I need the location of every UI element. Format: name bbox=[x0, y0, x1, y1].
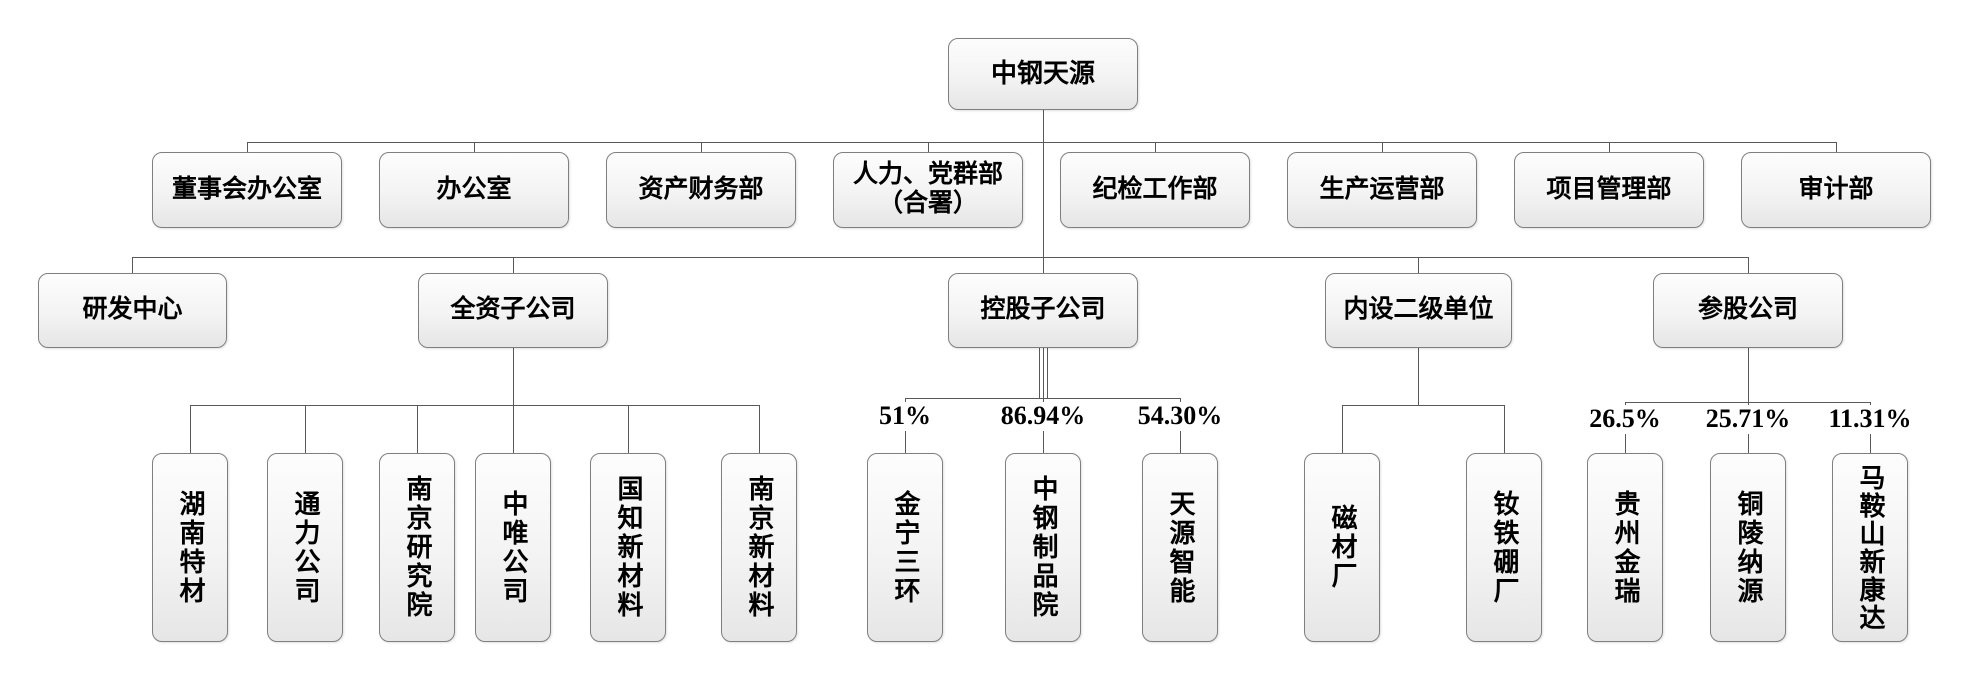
node-group-rd-center: 研发中心 bbox=[38, 273, 227, 348]
connector-drop bbox=[1748, 257, 1749, 274]
node-dept-hr-party: 人力、党群部 （合署） bbox=[833, 152, 1023, 228]
node-company-maanshan-xinkangda: 马鞍山新康达 bbox=[1832, 453, 1908, 642]
connector-drop bbox=[1836, 142, 1837, 153]
connector-drop bbox=[1609, 142, 1610, 153]
company-label: 南京新材料 bbox=[745, 475, 774, 620]
ownership-label: 86.94% bbox=[997, 401, 1089, 431]
node-company-nanjing-new-materials: 南京新材料 bbox=[721, 453, 797, 642]
node-unit-magnetic-materials-factory: 磁材厂 bbox=[1304, 453, 1380, 642]
connector-root-stem bbox=[1043, 110, 1044, 273]
connector-drop bbox=[305, 405, 306, 453]
node-company-tongli: 通力公司 bbox=[267, 453, 343, 642]
company-label: 磁材厂 bbox=[1328, 504, 1357, 591]
connector-drop bbox=[417, 405, 418, 453]
company-label: 国知新材料 bbox=[614, 475, 643, 620]
dept-label-line1: 人力、党群部 bbox=[852, 161, 1003, 189]
connector-group-rail bbox=[132, 257, 1749, 258]
node-group-equity-participation: 参股公司 bbox=[1653, 273, 1843, 348]
node-group-internal-units: 内设二级单位 bbox=[1325, 273, 1512, 348]
node-dept-discipline-inspection: 纪检工作部 bbox=[1060, 152, 1250, 228]
connector-drop bbox=[474, 142, 475, 153]
ownership-label: 26.5% bbox=[1586, 404, 1664, 434]
node-company-jinning-sanhuan: 金宁三环 bbox=[867, 453, 943, 642]
company-label: 贵州金瑞 bbox=[1611, 489, 1640, 606]
connector-drop bbox=[628, 405, 629, 453]
connector-drop bbox=[247, 142, 248, 153]
node-unit-ndfeb-factory: 钕铁硼厂 bbox=[1466, 453, 1542, 642]
connector-drop bbox=[1342, 405, 1343, 453]
connector-stem bbox=[513, 348, 514, 405]
connector-triple-stem bbox=[1039, 348, 1040, 398]
node-company-guizhou-jinrui: 贵州金瑞 bbox=[1587, 453, 1663, 642]
company-label: 通力公司 bbox=[291, 489, 320, 606]
connector-drop bbox=[190, 405, 191, 453]
node-group-holding-subsidiaries: 控股子公司 bbox=[948, 273, 1138, 348]
node-company-tianyuan-intelligent: 天源智能 bbox=[1142, 453, 1218, 642]
node-dept-project-management: 项目管理部 bbox=[1514, 152, 1704, 228]
company-label: 中唯公司 bbox=[499, 489, 528, 606]
ownership-label: 25.71% bbox=[1702, 404, 1794, 434]
connector-stem bbox=[1748, 348, 1749, 402]
company-label: 湖南特材 bbox=[176, 489, 205, 606]
dept-label-line2: （合署） bbox=[877, 190, 978, 217]
connector-drop bbox=[1504, 405, 1505, 453]
ownership-label: 51% bbox=[876, 401, 934, 431]
node-company-guozhi-new-materials: 国知新材料 bbox=[590, 453, 666, 642]
node-company-sinosteel-products-institute: 中钢制品院 bbox=[1005, 453, 1081, 642]
node-company-tongling-nayuan: 铜陵纳源 bbox=[1710, 453, 1786, 642]
node-group-wholly-owned-subsidiaries: 全资子公司 bbox=[418, 273, 608, 348]
connector-drop bbox=[1155, 142, 1156, 153]
connector-rail bbox=[190, 405, 760, 406]
node-dept-general-office: 办公室 bbox=[379, 152, 569, 228]
connector-triple-stem bbox=[1043, 348, 1044, 398]
company-label: 南京研究院 bbox=[403, 475, 432, 620]
connector-drop bbox=[701, 142, 702, 153]
company-label: 马鞍山新康达 bbox=[1856, 463, 1885, 632]
connector-drop bbox=[1418, 257, 1419, 274]
connector-dept-rail bbox=[247, 142, 1837, 143]
node-dept-audit: 审计部 bbox=[1741, 152, 1931, 228]
company-label: 铜陵纳源 bbox=[1734, 489, 1763, 606]
connector-triple-stem bbox=[1047, 348, 1048, 398]
company-label: 中钢制品院 bbox=[1029, 475, 1058, 620]
company-label: 天源智能 bbox=[1166, 489, 1195, 606]
node-company-zhongwei: 中唯公司 bbox=[475, 453, 551, 642]
node-company-nanjing-research-institute: 南京研究院 bbox=[379, 453, 455, 642]
node-dept-production-operations: 生产运营部 bbox=[1287, 152, 1477, 228]
node-root: 中钢天源 bbox=[948, 38, 1138, 110]
node-company-hunan-special-materials: 湖南特材 bbox=[152, 453, 228, 642]
company-label: 钕铁硼厂 bbox=[1490, 489, 1519, 606]
company-label: 金宁三环 bbox=[891, 489, 920, 606]
connector-drop bbox=[513, 405, 514, 453]
connector-drop bbox=[928, 142, 929, 153]
connector-drop bbox=[513, 257, 514, 274]
ownership-label: 54.30% bbox=[1134, 401, 1226, 431]
connector-drop bbox=[759, 405, 760, 453]
node-dept-asset-finance: 资产财务部 bbox=[606, 152, 796, 228]
connector-rail bbox=[1342, 405, 1505, 406]
ownership-label: 11.31% bbox=[1825, 404, 1915, 434]
node-dept-board-office: 董事会办公室 bbox=[152, 152, 342, 228]
connector-drop bbox=[1382, 142, 1383, 153]
connector-drop bbox=[132, 257, 133, 274]
connector-stem bbox=[1418, 348, 1419, 405]
